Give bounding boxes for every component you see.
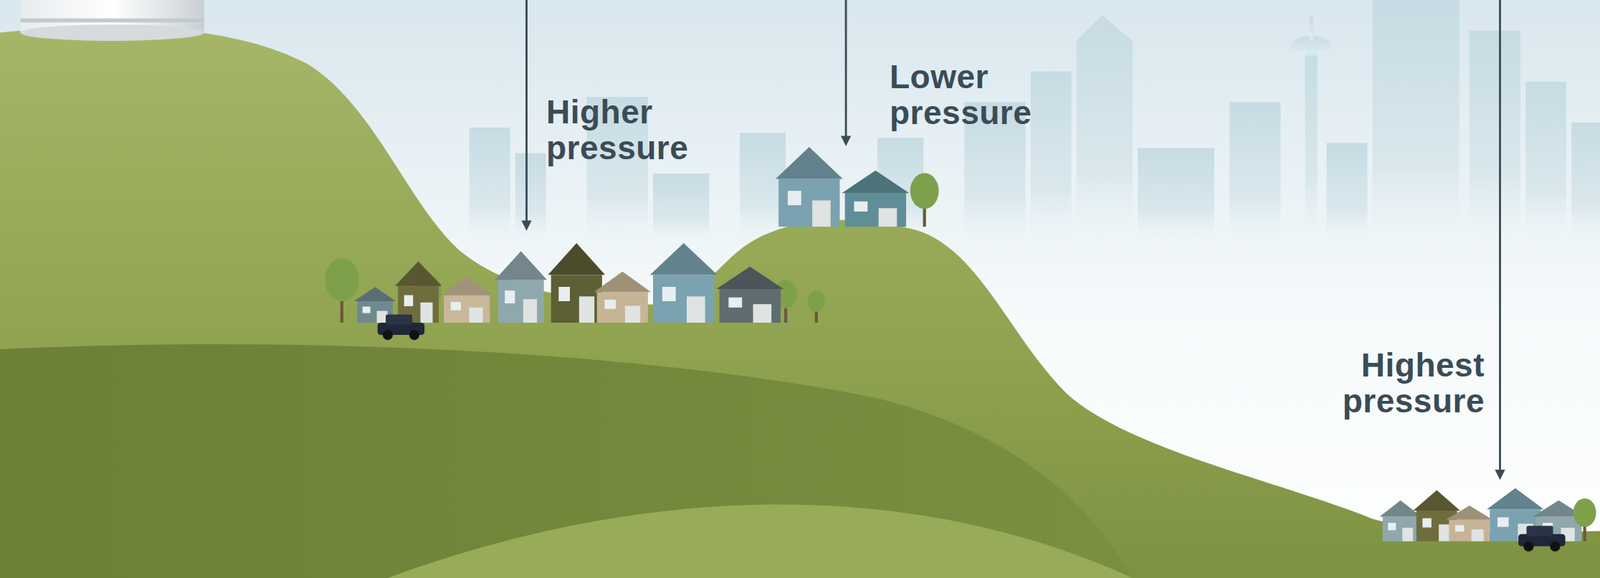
car-wheel: [382, 329, 393, 340]
hill: [0, 26, 1600, 578]
label-holder: Lower pressure: [889, 59, 1105, 131]
house-roof: [650, 243, 718, 275]
pointer-arrows: [521, 0, 1505, 480]
house-roof: [440, 276, 494, 296]
house-roof: [1413, 490, 1461, 511]
house-wall: [1448, 519, 1490, 542]
tree: [324, 258, 360, 302]
house-roof: [494, 250, 547, 280]
house-garage: [812, 200, 831, 227]
tree-trunk: [1583, 524, 1587, 542]
house-roof: [354, 286, 396, 302]
house-wall: [719, 288, 781, 323]
city-skyline: [469, 0, 1600, 241]
house-window: [1387, 522, 1396, 530]
house-window: [604, 299, 616, 309]
house-garage: [468, 307, 483, 323]
house-garage: [1471, 529, 1484, 541]
house-wall: [498, 279, 545, 323]
house-wall: [1382, 516, 1419, 542]
front-hill: [0, 344, 1133, 578]
tree-trunk: [784, 306, 788, 323]
car-wheel: [1523, 541, 1534, 552]
house-roof: [1379, 500, 1422, 517]
house-garage: [523, 298, 537, 323]
house-roof: [394, 261, 442, 287]
label-holder: Higher pressure: [546, 94, 762, 166]
house-wall: [551, 274, 603, 323]
house-garage: [686, 296, 706, 323]
car-cab: [1526, 525, 1554, 536]
tree: [910, 172, 940, 209]
house-garage: [579, 296, 595, 323]
car-cab: [385, 314, 413, 325]
house-roof: [775, 146, 844, 179]
house-roof: [716, 266, 784, 289]
house-wall: [597, 291, 649, 323]
house-roof: [593, 271, 651, 292]
house-garage: [878, 207, 898, 227]
house-window: [787, 190, 802, 206]
house-window: [504, 290, 515, 304]
house-garage: [1402, 527, 1413, 542]
pressure-label: Highest pressure: [1269, 347, 1485, 419]
house-window: [558, 286, 570, 302]
house-window: [362, 306, 371, 314]
house-roof: [1486, 488, 1545, 510]
house-wall: [845, 192, 907, 227]
pressure-label: Lower pressure: [889, 59, 1105, 131]
house-roof: [841, 170, 909, 193]
houses: [324, 146, 1597, 552]
house-window: [1497, 516, 1509, 527]
house-window: [1455, 524, 1465, 532]
house-window: [1422, 518, 1432, 528]
house-roof: [1445, 505, 1493, 520]
house-window: [728, 297, 742, 308]
house-garage: [420, 302, 433, 323]
house-window: [450, 301, 461, 311]
car-wheel: [409, 329, 420, 340]
pressure-label: Higher pressure: [546, 94, 762, 166]
label-holder: Highest pressure: [1269, 347, 1485, 419]
house-wall: [443, 295, 490, 323]
house-garage: [753, 303, 773, 323]
tree: [1573, 498, 1597, 527]
house-wall: [778, 178, 840, 227]
tree-trunk: [340, 298, 344, 323]
lower-slope: [387, 503, 1133, 578]
water-tower: [20, 0, 204, 41]
house-window: [662, 286, 676, 302]
tree-trunk: [923, 206, 927, 227]
house-garage: [625, 305, 641, 322]
house-window: [404, 295, 414, 307]
house-window: [853, 201, 868, 212]
house-wall: [653, 274, 714, 323]
tree-trunk: [815, 310, 818, 323]
house-roof: [547, 243, 606, 275]
car-wheel: [1549, 541, 1560, 552]
tree: [807, 290, 826, 312]
